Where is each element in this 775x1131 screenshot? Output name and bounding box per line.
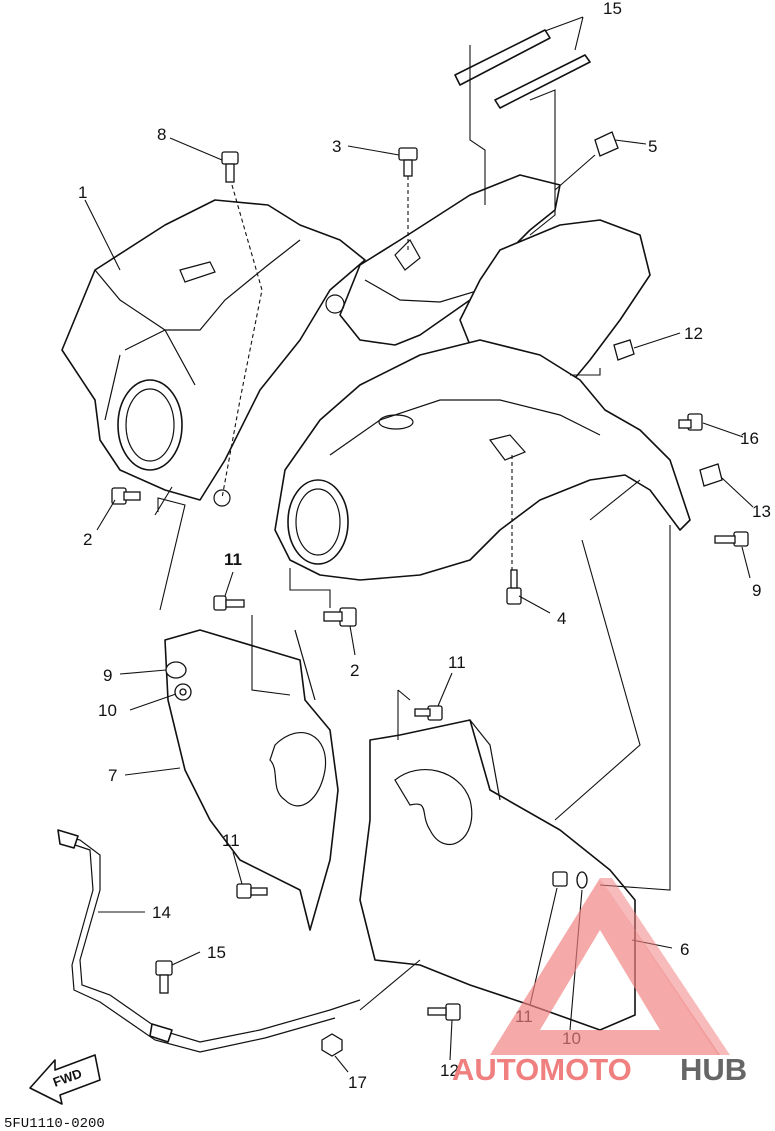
callout-6: 6: [680, 940, 689, 959]
right-side-panel: [359, 719, 636, 1031]
callout-17: 17: [348, 1073, 367, 1092]
callout-16: 16: [740, 429, 759, 448]
callout-2-left: 2: [83, 530, 92, 549]
callout-11-b: 11: [448, 653, 466, 672]
callout-12-right: 13: [752, 502, 771, 521]
callout-12-top: 12: [684, 324, 703, 343]
alignment-lines: [154, 176, 671, 1011]
callout-4: 4: [557, 609, 566, 628]
callout-11-d: 12: [440, 1061, 459, 1080]
bolt-11-b: [414, 705, 443, 721]
callout-10-left: 10: [98, 701, 117, 720]
front-stay: [57, 829, 361, 1053]
callout-11-a: 11: [224, 550, 242, 569]
callout-11-c: 11: [222, 831, 240, 850]
callout-8-right: 9: [752, 581, 761, 600]
bolt-16: [678, 413, 703, 431]
callout-14: 14: [152, 903, 171, 922]
nut-10-left: [174, 683, 192, 701]
bolts-and-fasteners: [111, 131, 749, 1057]
diagram-code: 5FU1110-0200: [4, 1116, 105, 1131]
bolt-11-a: [213, 595, 245, 611]
grille-strips: [454, 29, 591, 236]
screw-4: [506, 569, 522, 605]
watermark-text-hub: HUB: [680, 1052, 747, 1087]
callout-5: 5: [648, 137, 657, 156]
left-side-panel: [164, 629, 339, 931]
bolt-8-right: [714, 531, 749, 547]
bolt-8-top: [221, 151, 239, 183]
nut-10-right: [552, 871, 568, 887]
bolt-2-center: [323, 607, 357, 627]
bolt-3: [398, 147, 418, 177]
clip-12-a: [613, 339, 635, 361]
bolt-2-left: [111, 487, 141, 505]
callout-2-center: 2: [350, 661, 359, 680]
callout-1: 1: [78, 183, 87, 202]
callout-13: 15: [603, 0, 622, 18]
callout-15: 15: [207, 943, 226, 962]
fwd-arrow: FWD: [29, 1054, 101, 1105]
callout-8-top: 8: [157, 125, 166, 144]
watermark-text-automoto: AUTOMOTO: [452, 1052, 632, 1087]
clip-5: [594, 131, 619, 157]
bolt-11-c: [236, 883, 268, 899]
watermark-logo: [490, 878, 730, 1055]
washer-9-left: [165, 661, 187, 679]
callout-3: 3: [332, 137, 341, 156]
front-fender-panel: [61, 174, 691, 581]
washer-9-right: [576, 871, 588, 889]
bolt-11-d: [427, 1003, 461, 1021]
callout-7: 7: [108, 766, 117, 785]
bolt-15: [155, 960, 173, 994]
callout-9-left: 9: [103, 666, 112, 685]
nut-17: [321, 1033, 343, 1057]
clip-12-b: [699, 463, 723, 487]
